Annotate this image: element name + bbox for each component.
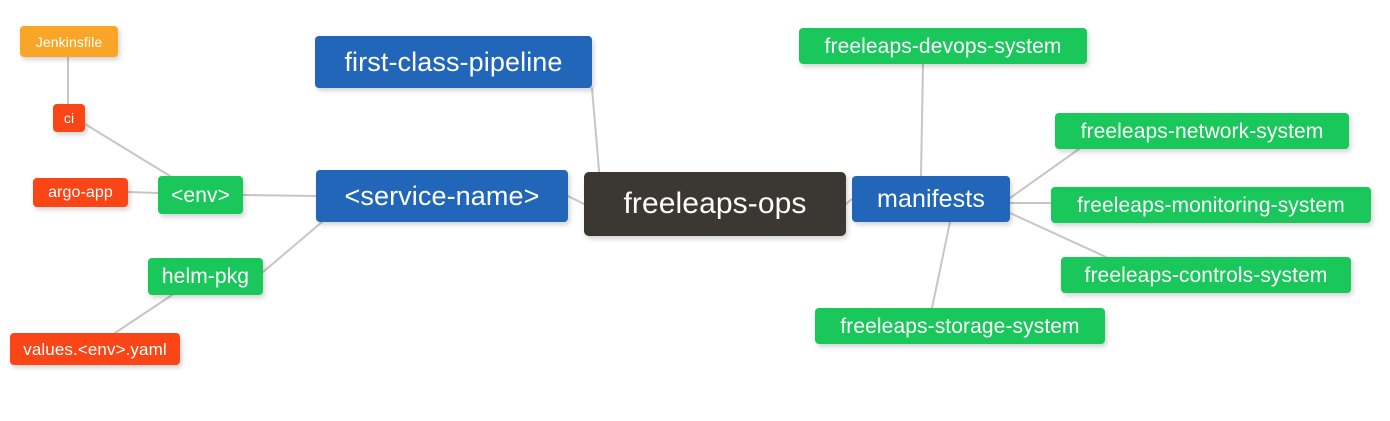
edge-root-to-first-class: [591, 87, 601, 183]
mindmap-node-label: freeleaps-monitoring-system: [1077, 193, 1345, 217]
mindmap-node-label: freeleaps-devops-system: [824, 34, 1062, 58]
mindmap-node-label: first-class-pipeline: [344, 46, 563, 77]
mindmap-node-label: freeleaps-controls-system: [1084, 263, 1328, 287]
mindmap-node-label: <env>: [171, 183, 230, 207]
mindmap-node-storage-system[interactable]: freeleaps-storage-system: [815, 308, 1105, 344]
mindmap-node-values-yaml[interactable]: values.<env>.yaml: [10, 333, 180, 365]
edge-env-to-argo-app: [127, 191, 159, 194]
mindmap-node-manifests[interactable]: manifests: [852, 176, 1010, 222]
mindmap-node-label: freeleaps-storage-system: [840, 314, 1080, 338]
mindmap-node-label: freeleaps-ops: [623, 187, 807, 220]
mindmap-node-label: freeleaps-network-system: [1080, 119, 1324, 143]
edge-service-name-to-helm-pkg: [262, 221, 323, 273]
edge-root-to-service-name: [567, 195, 585, 205]
mindmap-node-label: manifests: [877, 184, 985, 213]
edge-service-name-to-env: [242, 194, 317, 197]
mindmap-node-devops-system[interactable]: freeleaps-devops-system: [799, 28, 1087, 64]
mindmap-node-root[interactable]: freeleaps-ops: [584, 172, 846, 236]
mindmap-node-label: Jenkinsfile: [35, 33, 103, 50]
mindmap-node-label: argo-app: [48, 183, 113, 201]
mindmap-node-service-name[interactable]: <service-name>: [316, 170, 568, 222]
mindmap-node-env[interactable]: <env>: [158, 176, 243, 214]
mindmap-node-label: ci: [63, 110, 75, 126]
mindmap-node-monitoring-system[interactable]: freeleaps-monitoring-system: [1051, 187, 1371, 223]
mindmap-node-ci[interactable]: ci: [53, 104, 85, 132]
mindmap-node-label: helm-pkg: [161, 265, 250, 288]
mindmap-node-network-system[interactable]: freeleaps-network-system: [1055, 113, 1349, 149]
mindmap-node-label: values.<env>.yaml: [23, 339, 167, 359]
mindmap-node-jenkinsfile[interactable]: Jenkinsfile: [20, 26, 118, 57]
edge-env-to-ci: [84, 123, 171, 177]
edge-manifests-to-storage-system: [931, 221, 951, 309]
edge-manifests-to-devops-system: [920, 63, 924, 177]
mindmap-node-controls-system[interactable]: freeleaps-controls-system: [1061, 257, 1351, 293]
edge-helm-pkg-to-values-yaml: [114, 294, 173, 334]
mindmap-node-argo-app[interactable]: argo-app: [33, 178, 128, 207]
mindmap-node-helm-pkg[interactable]: helm-pkg: [148, 258, 263, 295]
mindmap-node-first-class[interactable]: first-class-pipeline: [315, 36, 592, 88]
mindmap-node-label: <service-name>: [344, 180, 540, 211]
